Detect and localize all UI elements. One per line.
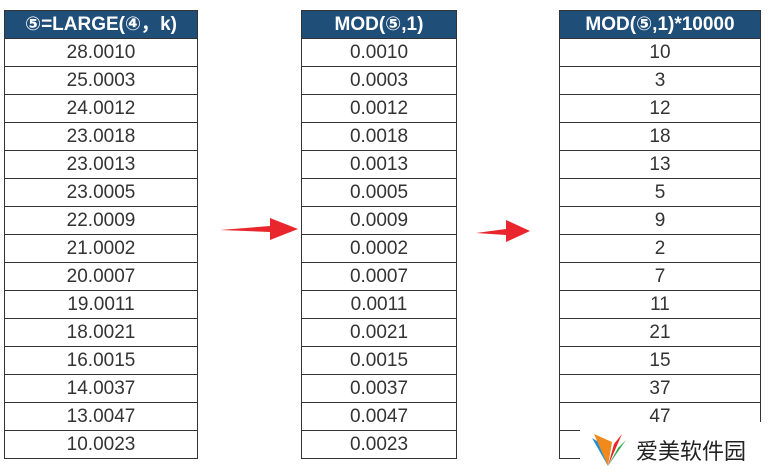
table-row: 19.0011: [5, 291, 197, 319]
table-row: 0.0005: [302, 179, 456, 207]
table-row: 12: [560, 95, 760, 123]
column-header-mod-times-10000: MOD(⑤,1)*10000: [560, 11, 760, 39]
table-row: 25.0003: [5, 67, 197, 95]
table-row: 23.0005: [5, 179, 197, 207]
table-row: 0.0037: [302, 375, 456, 403]
table-row: 18: [560, 123, 760, 151]
table-row: 18.0021: [5, 319, 197, 347]
table-row: 5: [560, 179, 760, 207]
table-large: ⑤=LARGE(④，k) 28.0010 25.0003 24.0012 23.…: [4, 10, 198, 459]
table-row: 15: [560, 347, 760, 375]
table-row: 0.0013: [302, 151, 456, 179]
table-mod: MOD(⑤,1) 0.0010 0.0003 0.0012 0.0018 0.0…: [301, 10, 457, 459]
table-row: 14.0037: [5, 375, 197, 403]
table-row: 28.0010: [5, 39, 197, 67]
table-row: 0.0023: [302, 431, 456, 459]
table-row: 23.0018: [5, 123, 197, 151]
watermark-text: 爱美软件园: [636, 440, 747, 465]
table-row: 20.0007: [5, 263, 197, 291]
table-row: 0.0015: [302, 347, 456, 375]
table-row: 13.0047: [5, 403, 197, 431]
table-row: 21: [560, 319, 760, 347]
table-row: 7: [560, 263, 760, 291]
table-row: 22.0009: [5, 207, 197, 235]
table-row: 0.0012: [302, 95, 456, 123]
table-row: 37: [560, 375, 760, 403]
table-row: 0.0018: [302, 123, 456, 151]
table-row: 13: [560, 151, 760, 179]
table-row: 16.0015: [5, 347, 197, 375]
table-row: 0.0021: [302, 319, 456, 347]
table-row: 24.0012: [5, 95, 197, 123]
table-row: 0.0007: [302, 263, 456, 291]
column-header-large: ⑤=LARGE(④，k): [5, 11, 197, 39]
butterfly-logo-icon: [592, 434, 626, 466]
table-row: 0.0011: [302, 291, 456, 319]
table-row: 3: [560, 67, 760, 95]
table-row: 0.0002: [302, 235, 456, 263]
table-mod-times-10000: MOD(⑤,1)*10000 10 3 12 18 13 5 9 2 7 11 …: [559, 10, 761, 459]
table-row: 10.0023: [5, 431, 197, 459]
table-row: 11: [560, 291, 760, 319]
right-arrow-icon: [476, 220, 530, 242]
table-row: 0.0010: [302, 39, 456, 67]
table-row: 2: [560, 235, 760, 263]
table-row: 0.0009: [302, 207, 456, 235]
right-arrow-icon: [220, 218, 298, 240]
watermark: 爱美软件园: [580, 422, 774, 474]
table-row: 9: [560, 207, 760, 235]
table-row: 0.0047: [302, 403, 456, 431]
table-row: 23.0013: [5, 151, 197, 179]
table-row: 10: [560, 39, 760, 67]
table-row: 0.0003: [302, 67, 456, 95]
column-header-mod: MOD(⑤,1): [302, 11, 456, 39]
table-row: 21.0002: [5, 235, 197, 263]
